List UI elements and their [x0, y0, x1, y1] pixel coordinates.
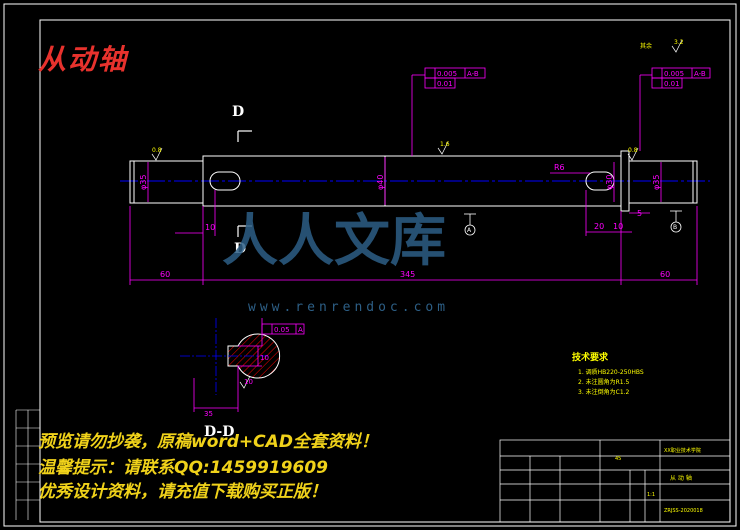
section-label-top: D: [232, 104, 244, 120]
svg-text:φ30: φ30: [605, 175, 614, 190]
watermark-line-1: 预览请勿抄袭，原稿word+CAD全套资料！: [38, 432, 378, 452]
sheet-outer-border: [3, 3, 737, 527]
svg-text:0.01: 0.01: [437, 80, 453, 88]
svg-text:5: 5: [637, 209, 642, 218]
svg-text:A-B: A-B: [694, 70, 706, 78]
tech-requirement-item: 3. 未注倒角为C1.2: [578, 389, 630, 396]
dim-left-length: 60: [160, 270, 170, 279]
svg-text:0.05: 0.05: [274, 326, 290, 334]
datum-a-label: A: [467, 227, 472, 234]
watermark-line-3: 优秀设计资料，请充值下载购买正版！: [38, 482, 327, 502]
side-strip: [15, 409, 40, 520]
svg-text:φ35: φ35: [139, 175, 148, 190]
dim-mid-length: 345: [400, 270, 415, 279]
svg-text:0.01: 0.01: [664, 80, 680, 88]
dimension-text: 60 345 60 10 20 10 5 R6 φ35 φ40 φ30 φ35: [139, 163, 670, 279]
section-view: [180, 318, 305, 412]
title-block-school: XX职业技术学院: [664, 447, 701, 454]
svg-text:0.8: 0.8: [152, 147, 162, 154]
title-block-drawing-no: ZRJSS-2020018: [664, 508, 703, 514]
svg-text:20: 20: [594, 222, 604, 231]
dimension-lines: [129, 74, 698, 285]
title-block-part-name: 从 动 轴: [670, 474, 692, 482]
svg-text:35: 35: [204, 410, 213, 418]
dim-right-length: 60: [660, 270, 670, 279]
title-block-scale: 1:1: [647, 492, 655, 498]
svg-text:10: 10: [244, 378, 253, 386]
tolerance-frames: [424, 67, 711, 89]
svg-text:3.2: 3.2: [674, 39, 684, 46]
roughness-symbols: [151, 39, 683, 161]
tech-requirements-title: 技术要求: [572, 353, 609, 363]
svg-text:A: A: [298, 326, 303, 334]
watermark-site: www.renrendoc.com: [248, 300, 450, 315]
section-label-bottom: D: [234, 241, 246, 257]
svg-text:10: 10: [260, 354, 269, 362]
datum-symbols: [464, 210, 682, 236]
roughness-other-note: 其余: [640, 42, 652, 50]
tech-requirement-item: 1. 调质HB220-250HBS: [578, 369, 644, 376]
section-cut-marks: [237, 130, 252, 237]
tolerance-text: 0.005 A-B 0.01 0.005 A-B 0.01: [437, 70, 706, 88]
roughness-text: 0.8 1.6 0.8 3.2 其余: [152, 39, 684, 154]
svg-text:0.8: 0.8: [628, 147, 638, 154]
svg-text:1.6: 1.6: [440, 141, 450, 148]
title-block-material: 45: [615, 456, 621, 462]
svg-text:10: 10: [613, 222, 623, 231]
tech-requirement-item: 2. 未注圆角为R1.5: [578, 379, 630, 386]
title-block: [499, 439, 731, 523]
svg-text:A-B: A-B: [467, 70, 479, 78]
svg-text:10: 10: [205, 223, 215, 232]
svg-text:0.005: 0.005: [437, 70, 457, 78]
section-view-title: D-D: [204, 424, 234, 440]
svg-text:0.005: 0.005: [664, 70, 684, 78]
svg-text:φ40: φ40: [376, 175, 385, 190]
drawing-title: 从动轴: [38, 43, 129, 76]
watermark-logo: 人人文库: [222, 208, 446, 274]
svg-text:R6: R6: [554, 163, 565, 172]
sheet-inner-border: [39, 19, 731, 523]
svg-text:φ35: φ35: [652, 175, 661, 190]
watermark-line-2: 温馨提示：请联系QQ:1459919609: [38, 458, 328, 478]
datum-b-label: B: [673, 224, 677, 231]
